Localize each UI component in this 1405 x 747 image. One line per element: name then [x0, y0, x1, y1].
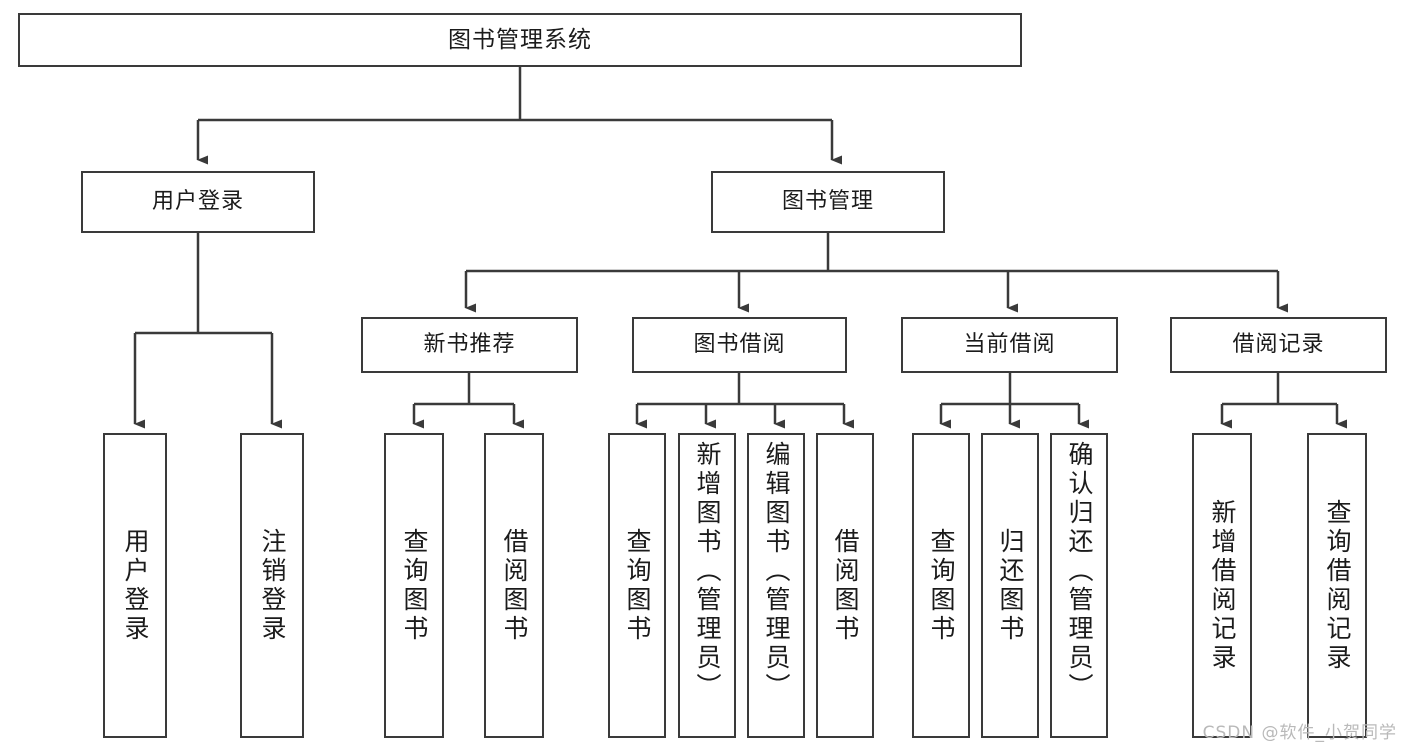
node-user-login[interactable]: 用户登录: [81, 171, 315, 233]
node-label: 新书推荐: [423, 332, 516, 358]
node-label: 当前借阅: [963, 332, 1056, 358]
node-label: 归还图书: [996, 527, 1025, 644]
node-label: 借阅记录: [1232, 332, 1325, 358]
leaf-edit-book-admin[interactable]: 编辑图书（管理员）: [747, 433, 805, 738]
leaf-query-book-borrow[interactable]: 查询图书: [608, 433, 666, 738]
node-label: 借阅图书: [500, 527, 529, 644]
node-current-borrowing[interactable]: 当前借阅: [901, 317, 1118, 373]
node-label: 新增图书（管理员）: [693, 441, 722, 702]
leaf-query-book-current[interactable]: 查询图书: [912, 433, 970, 738]
leaf-logout[interactable]: 注销登录: [240, 433, 304, 738]
node-label: 图书借阅: [693, 332, 786, 358]
node-root-book-management-system[interactable]: 图书管理系统: [18, 13, 1022, 67]
node-book-management[interactable]: 图书管理: [711, 171, 945, 233]
leaf-add-borrow-record[interactable]: 新增借阅记录: [1192, 433, 1252, 738]
leaf-add-book-admin[interactable]: 新增图书（管理员）: [678, 433, 736, 738]
leaf-query-borrow-record[interactable]: 查询借阅记录: [1307, 433, 1367, 738]
node-label: 用户登录: [151, 189, 244, 215]
watermark-text: CSDN @软件_小贺同学: [1202, 723, 1397, 743]
node-book-borrowing[interactable]: 图书借阅: [632, 317, 847, 373]
node-label: 编辑图书（管理员）: [762, 441, 791, 702]
leaf-confirm-return-admin[interactable]: 确认归还（管理员）: [1050, 433, 1108, 738]
leaf-user-login[interactable]: 用户登录: [103, 433, 167, 738]
node-new-book-recommendation[interactable]: 新书推荐: [361, 317, 578, 373]
node-label: 借阅图书: [831, 527, 860, 644]
node-label: 新增借阅记录: [1208, 498, 1237, 673]
node-label: 图书管理系统: [448, 26, 592, 53]
leaf-query-book-recommend[interactable]: 查询图书: [384, 433, 444, 738]
node-label: 查询图书: [623, 527, 652, 644]
leaf-borrow-book-recommend[interactable]: 借阅图书: [484, 433, 544, 738]
node-label: 确认归还（管理员）: [1065, 441, 1094, 702]
leaf-borrow-book[interactable]: 借阅图书: [816, 433, 874, 738]
node-label: 查询图书: [400, 527, 429, 644]
node-label: 查询借阅记录: [1323, 498, 1352, 673]
leaf-return-book[interactable]: 归还图书: [981, 433, 1039, 738]
node-borrowing-record[interactable]: 借阅记录: [1170, 317, 1387, 373]
node-label: 图书管理: [781, 189, 874, 215]
node-label: 注销登录: [258, 527, 287, 644]
node-label: 用户登录: [121, 527, 150, 644]
node-label: 查询图书: [927, 527, 956, 644]
